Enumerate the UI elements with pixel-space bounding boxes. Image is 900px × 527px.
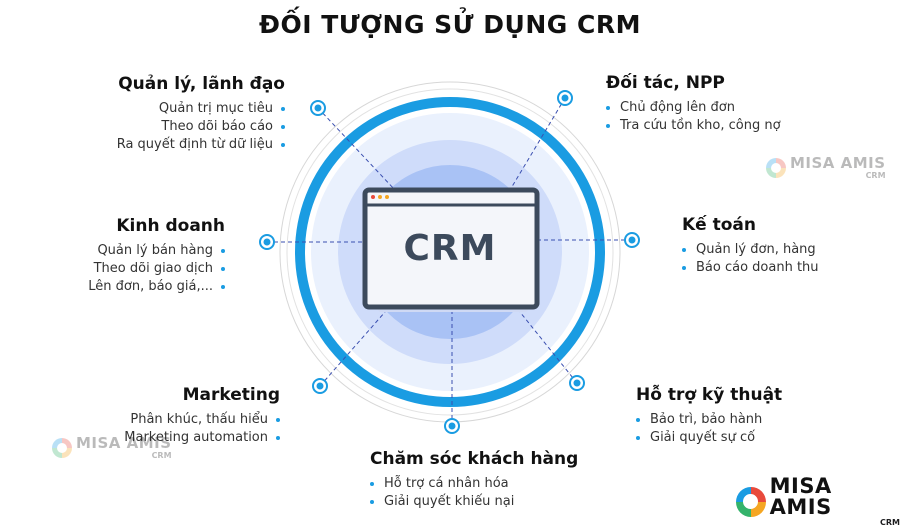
list-item: Tra cứu tồn kho, công nợ [606,117,781,135]
brand-watermark: MISA AMIS CRM [52,436,172,460]
group-doi-tac: Đối tác, NPP Chủ động lên đơn Tra cứu tồ… [606,73,781,135]
list-item: Báo cáo doanh thu [682,259,819,277]
brand-logo: MISA AMIS CRM [736,476,900,527]
list-item: Ra quyết định từ dữ liệu [117,136,286,154]
group-marketing: Marketing Phân khúc, thấu hiểu Marketing… [124,385,280,447]
group-heading: Quản lý, lãnh đạo [118,74,285,94]
list-item: Lên đơn, báo giá,... [88,278,225,296]
target-node-icon [624,232,640,248]
misa-amis-logo-icon [736,486,766,517]
group-kinh-doanh: Kinh doanh Quản lý bán hàng Theo dõi gia… [88,216,225,296]
brand-name: MISA AMIS [769,474,832,519]
target-node-icon [259,234,275,250]
group-heading: Chăm sóc khách hàng [370,449,579,469]
crm-center-label: CRM [403,228,497,269]
outer-ring-dashed-2 [286,88,614,416]
target-node-icon [557,90,573,106]
list-item: Quản lý đơn, hàng [682,241,819,259]
group-heading: Hỗ trợ kỹ thuật [636,385,783,405]
list-item: Phân khúc, thấu hiểu [124,411,280,429]
list-item: Theo dõi giao dịch [88,260,225,278]
brand-name: MISA AMIS [790,154,886,172]
group-ke-toan: Kế toán Quản lý đơn, hàng Báo cáo doanh … [682,215,819,277]
misa-amis-logo-icon [52,438,72,458]
misa-amis-logo-icon [766,158,786,178]
brand-watermark: MISA AMIS CRM [766,156,886,180]
group-heading: Marketing [182,385,280,405]
brand-name: MISA AMIS [76,434,172,452]
group-quan-ly: Quản lý, lãnh đạo Quản trị mục tiêu Theo… [117,74,286,154]
list-item: Theo dõi báo cáo [117,118,286,136]
group-cham-soc: Chăm sóc khách hàng Hỗ trợ cá nhân hóa G… [370,449,578,511]
group-heading: Kinh doanh [116,216,225,236]
brand-sub: CRM [865,171,886,180]
target-node-icon [312,378,328,394]
group-ho-tro: Hỗ trợ kỹ thuật Bảo trì, bảo hành Giải q… [636,385,782,447]
list-item: Quản lý bán hàng [88,242,225,260]
page-title: ĐỐI TƯỢNG SỬ DỤNG CRM [259,10,641,39]
group-heading: Kế toán [682,215,757,235]
list-item: Chủ động lên đơn [606,99,781,117]
target-node-icon [569,375,585,391]
group-heading: Đối tác, NPP [606,73,725,93]
target-node-icon [310,100,326,116]
browser-window-icon [362,187,540,310]
connector-lines [267,97,632,426]
list-item: Marketing automation [124,429,280,447]
list-item: Hỗ trợ cá nhân hóa [370,475,578,493]
list-item: Bảo trì, bảo hành [636,411,782,429]
brand-sub: CRM [151,451,172,460]
list-item: Quản trị mục tiêu [117,100,286,118]
target-node-icon [444,418,460,434]
list-item: Giải quyết khiếu nại [370,493,578,511]
list-item: Giải quyết sự cố [636,429,782,447]
